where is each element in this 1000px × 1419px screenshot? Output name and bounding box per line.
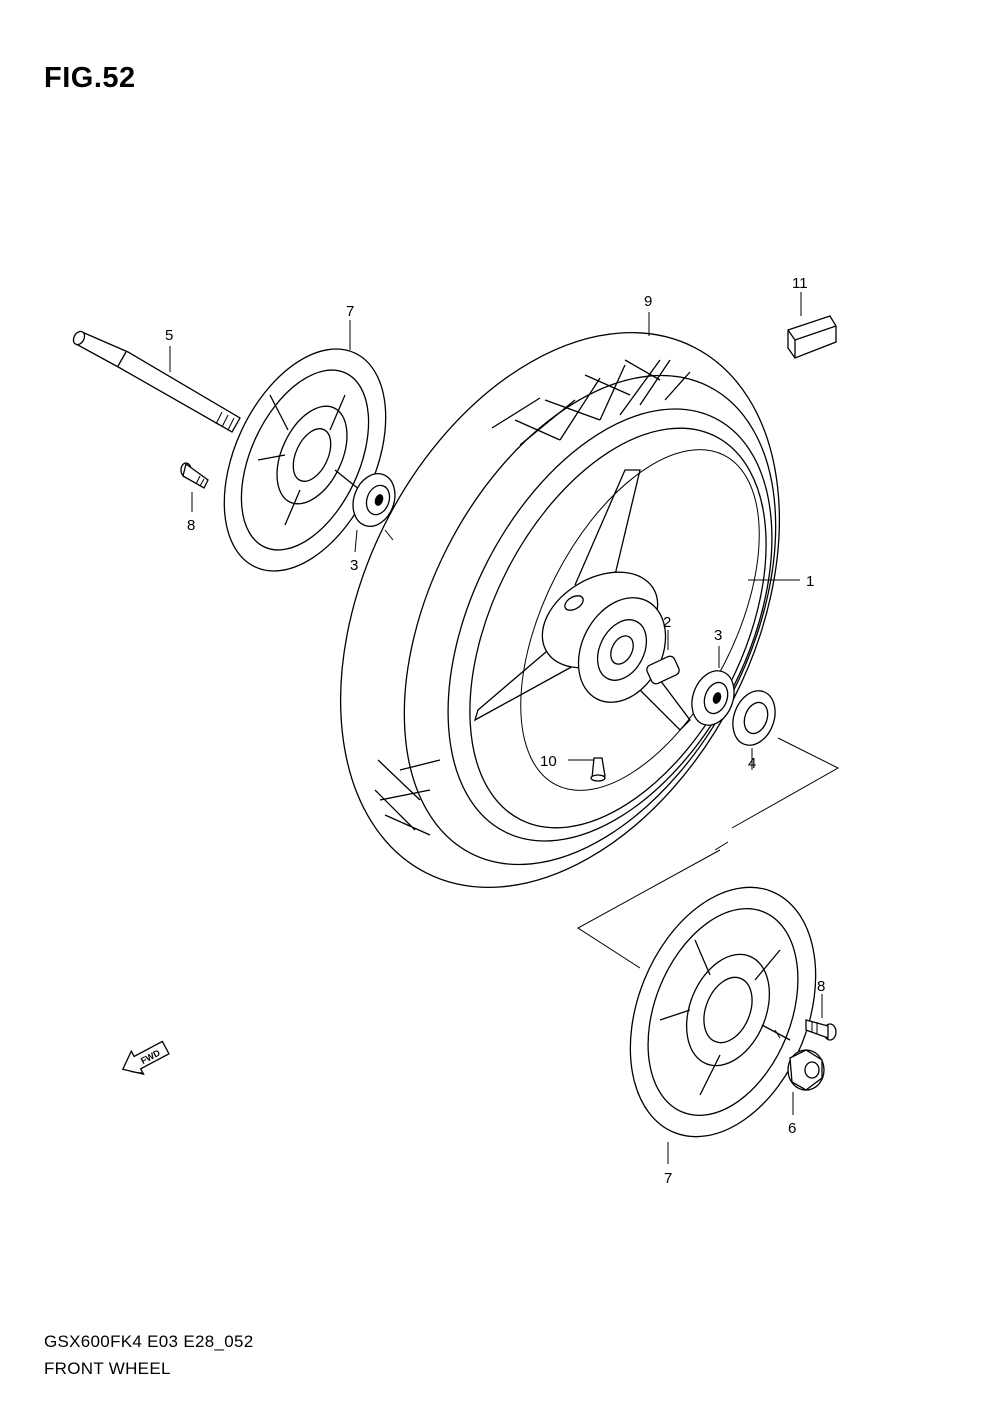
callout-11: 11 bbox=[792, 275, 808, 292]
callout-1: 1 bbox=[806, 573, 814, 590]
callout-2: 2 bbox=[663, 614, 671, 631]
axle-collar bbox=[787, 1049, 825, 1091]
callout-9: 9 bbox=[644, 293, 652, 310]
callout-7a: 7 bbox=[346, 303, 354, 320]
assembly-lines bbox=[384, 529, 840, 1039]
model-code: GSX600FK4 E03 E28_052 bbox=[44, 1332, 254, 1351]
leader-lines bbox=[169, 292, 823, 1164]
oil-seal bbox=[732, 690, 776, 746]
wheel-hub bbox=[473, 469, 691, 731]
callout-6: 6 bbox=[788, 1120, 796, 1137]
bearing-right bbox=[691, 670, 735, 726]
fwd-arrow-icon: FWD bbox=[121, 1040, 170, 1076]
brake-disc-left bbox=[223, 348, 387, 572]
callout-4: 4 bbox=[748, 755, 756, 772]
callout-10: 10 bbox=[540, 753, 557, 770]
disc-bolt-right bbox=[805, 1019, 837, 1041]
section-name: FRONT WHEEL bbox=[44, 1359, 171, 1378]
axle bbox=[72, 330, 241, 433]
callout-3a: 3 bbox=[350, 557, 358, 574]
callout-8a: 8 bbox=[187, 517, 195, 534]
callout-7b: 7 bbox=[664, 1170, 672, 1187]
brake-disc-right bbox=[629, 886, 817, 1138]
figure-title: FIG.52 bbox=[44, 62, 136, 94]
balance-weight bbox=[787, 315, 837, 359]
tire-valve bbox=[590, 757, 606, 782]
callout-5: 5 bbox=[165, 327, 173, 344]
callout-3b: 3 bbox=[714, 627, 722, 644]
disc-bolt-left bbox=[180, 462, 209, 489]
callout-8b: 8 bbox=[817, 978, 825, 995]
bearing-left bbox=[352, 473, 396, 527]
